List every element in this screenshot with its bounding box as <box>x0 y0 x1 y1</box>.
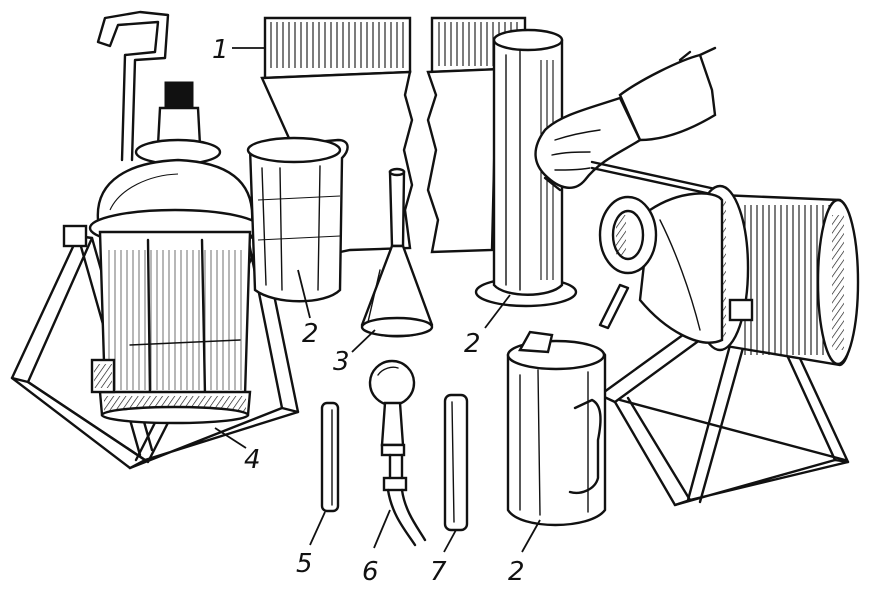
label-3: 3 <box>333 347 350 377</box>
label-6: 6 <box>362 557 379 587</box>
label-4: 4 <box>244 445 261 475</box>
label-leaders <box>214 47 541 553</box>
drum-on-stand <box>598 184 860 507</box>
beaker-left <box>246 136 349 303</box>
rubber-bulb-6 <box>368 359 427 547</box>
label-1: 1 <box>212 35 229 65</box>
label-2-beaker: 2 <box>302 319 319 349</box>
label-2-cylinder: 2 <box>464 329 481 359</box>
label-7: 7 <box>430 557 447 587</box>
jug <box>506 330 607 527</box>
rod-7 <box>443 393 469 532</box>
label-5: 5 <box>296 549 313 579</box>
number-labels: 1 2 3 2 4 5 6 7 2 <box>212 35 525 587</box>
label-2-jug: 2 <box>508 557 525 587</box>
hand-with-rod <box>534 46 722 198</box>
funnel <box>360 167 434 338</box>
bottle-in-frame <box>88 10 262 425</box>
tall-cylinder <box>474 28 578 308</box>
rod-5 <box>320 401 340 513</box>
